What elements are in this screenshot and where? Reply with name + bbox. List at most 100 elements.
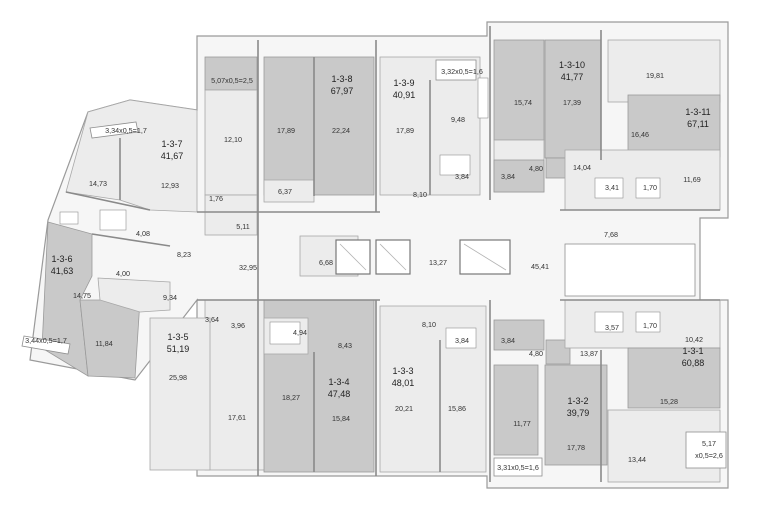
apartment-area: 39,79 (567, 408, 590, 418)
room-area: 8,23 (177, 250, 191, 259)
apartment-1-3-10-living (493, 39, 545, 141)
bath-fixture (99, 209, 127, 231)
apartment-1-3-5-zone (204, 299, 266, 471)
room-area: 17,39 (563, 98, 581, 107)
room-area: 3,84 (455, 172, 469, 181)
room-area: 8,10 (422, 320, 436, 329)
room-area: 14,73 (89, 179, 107, 188)
apartment-area: 51,19 (167, 344, 190, 354)
room-area: 3,84 (501, 172, 515, 181)
room-area: 11,84 (95, 339, 112, 348)
apartment-area: 41,77 (561, 72, 584, 82)
balcony-size: x0,5=2,6 (695, 451, 723, 460)
room-area: 5,11 (236, 222, 249, 231)
kitchen-fixture (59, 211, 79, 225)
room-area: 25,98 (169, 373, 187, 382)
balcony-labels: 5,07x0,5=2,5 3,32x0,5=1,6 3,34x0,5=1,7 3… (25, 67, 723, 472)
elevator-mark (463, 243, 507, 271)
room-area: 15,86 (448, 404, 466, 413)
apartment-area: 67,97 (331, 86, 354, 96)
room-11-77-zone (493, 364, 539, 456)
balcony-bottom-mid (493, 457, 543, 477)
room-area: 6,68 (319, 258, 333, 267)
room-area: 3,57 (605, 323, 619, 332)
room-area: 3,96 (231, 321, 245, 330)
room-area: 1,76 (209, 194, 223, 203)
apartment-id: 1-3-8 (331, 74, 352, 84)
room-area: 3,41 (605, 183, 619, 192)
apartment-id: 1-3-7 (161, 139, 182, 149)
balcony-zone (204, 56, 258, 91)
elevator-mark (379, 243, 407, 271)
balcony-size: 5,17 (702, 439, 716, 448)
room-area: 9,48 (451, 115, 465, 124)
room-area: 4,94 (293, 328, 307, 337)
room-area: 11,77 (513, 419, 530, 428)
room-area: 17,89 (396, 126, 414, 135)
room-area: 3,84 (455, 336, 469, 345)
balcony-left-top (89, 121, 139, 139)
apartment-area: 40,91 (393, 90, 416, 100)
room-area: 1,70 (643, 321, 657, 330)
apartment-area: 48,01 (392, 378, 415, 388)
kitchen-fixture (477, 77, 489, 119)
room-area: 9,34 (163, 293, 177, 302)
room-19-81-zone (607, 39, 721, 103)
room-area: 14,04 (573, 163, 591, 172)
room-area: 8,43 (338, 341, 352, 350)
apartment-1-3-8-zone (263, 56, 375, 196)
room-area: 18,27 (282, 393, 300, 402)
bath-fixture (635, 311, 661, 333)
apartment-area: 60,88 (682, 358, 705, 368)
bath-fixture (445, 327, 477, 349)
room-5-11-zone (204, 194, 258, 236)
room-area: 12,10 (224, 135, 242, 144)
bath-fixture (594, 177, 624, 199)
room-area: 22,24 (332, 126, 350, 135)
apartment-1-3-10-zone (544, 39, 602, 159)
balcony-left-bottom (21, 335, 71, 355)
room-area: 15,28 (660, 397, 678, 406)
apartment-id: 1-3-5 (167, 332, 188, 342)
room-area: 17,78 (567, 443, 585, 452)
apartment-id: 1-3-11 (685, 107, 710, 117)
room-area: 19,81 (646, 71, 664, 80)
room-area: 4,80 (529, 349, 543, 358)
room-area: 4,80 (529, 164, 543, 173)
apartment-id: 1-3-9 (393, 78, 414, 88)
room-area: 12,93 (161, 181, 179, 190)
apartment-1-3-2-zone (544, 364, 608, 466)
room-area: 14,75 (73, 291, 91, 300)
apartment-area: 41,63 (51, 266, 74, 276)
room-area: 16,46 (631, 130, 649, 139)
room-area: 13,44 (628, 455, 646, 464)
wall (65, 191, 151, 211)
room-area: 15,84 (332, 414, 350, 423)
room-area: 13,27 (429, 258, 447, 267)
room-area: 1,70 (643, 183, 657, 192)
balcony-size: 3,31x0,5=1,6 (497, 463, 539, 472)
open-terrace (564, 243, 696, 297)
room-3-84-zone (493, 159, 545, 193)
bath-fixture (594, 311, 624, 333)
room-area: 13,87 (580, 349, 598, 358)
room-3-84-b-zone (493, 319, 545, 351)
balcony-top-mid (435, 59, 477, 81)
apartment-id: 1-3-10 (559, 60, 585, 70)
apartment-labels: 1-3-1 60,88 1-3-2 39,79 1-3-3 48,01 1-3-… (51, 60, 711, 418)
apartment-area: 41,67 (161, 151, 184, 161)
room-area: 7,68 (604, 230, 618, 239)
apartment-area: 67,11 (687, 119, 709, 129)
balcony-size: 3,44x0,5=1,7 (25, 336, 67, 345)
balcony-bottom-right (685, 431, 727, 469)
apartment-1-3-11-zone (627, 94, 721, 158)
apartment-1-3-5-living (149, 317, 211, 471)
room-area: 4,00 (116, 269, 130, 278)
room-area: 15,74 (514, 98, 532, 107)
balcony-size: 3,34x0,5=1,7 (105, 126, 147, 135)
apartment-area: 47,48 (328, 389, 351, 399)
bath-fixture (439, 154, 471, 176)
room-4-80-b-zone (545, 339, 571, 365)
room-area: 17,61 (228, 413, 246, 422)
